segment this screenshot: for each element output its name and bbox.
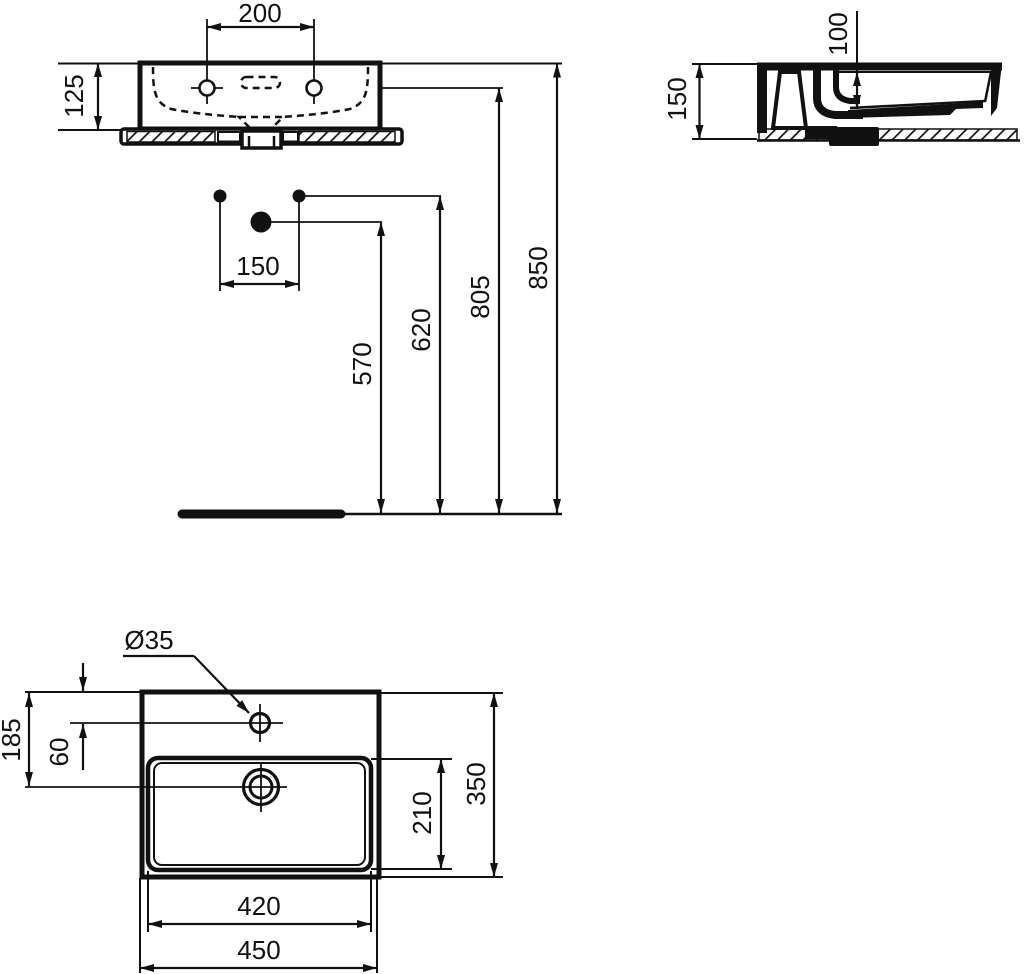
dim-label-200: 200	[238, 0, 281, 28]
wall-hatch-strip	[758, 128, 1018, 141]
dim-label-60: 60	[44, 738, 74, 767]
bracket-clip-left	[217, 131, 241, 143]
dim-drain-height: 570	[347, 222, 385, 513]
dim-label-420: 420	[237, 891, 280, 921]
bowl-hidden-contour-left	[151, 66, 241, 119]
fixing-and-drain-points	[213, 189, 441, 291]
front-wall-section	[991, 63, 1002, 116]
bracket-hatch-right	[298, 130, 396, 143]
dim-label-150-front: 150	[236, 251, 279, 281]
siphon-cover	[240, 129, 283, 150]
side-view: 150 100	[662, 11, 1020, 146]
overflow-channel-outer-wall	[813, 69, 863, 119]
mounting-bracket	[119, 127, 404, 150]
tap-hole-plan	[248, 704, 272, 742]
dim-rear-to-tap: 60	[44, 663, 87, 770]
bowl-inner-right-wall	[983, 71, 993, 103]
dim-label-620: 620	[406, 308, 436, 351]
tap-hole-left-front	[191, 19, 223, 104]
dim-label-850: 850	[523, 246, 553, 289]
dim-label-450: 450	[237, 935, 280, 965]
dim-label-210: 210	[407, 791, 437, 834]
dim-overall-depth: 350	[379, 692, 503, 878]
plan-view: Ø35 185 60 350 210	[0, 625, 503, 973]
drain-boss-rear	[805, 126, 837, 139]
dim-label-570: 570	[347, 342, 377, 385]
dim-tap-spacing: 200	[207, 0, 314, 31]
dim-fixing-height: 620	[406, 196, 444, 513]
drain-dot	[250, 211, 272, 233]
bowl-hidden-contour-right	[280, 66, 370, 119]
leader-arrow	[193, 655, 250, 714]
tap-hole-right-front	[305, 19, 323, 104]
fixing-dot-left	[213, 189, 227, 203]
dim-fixing-spacing: 150	[220, 251, 299, 288]
front-view: 200 125 150 570 620	[58, 0, 562, 519]
bowl-inner-bottom-line	[849, 99, 986, 110]
dim-label-350: 350	[461, 762, 491, 805]
dim-tap-hole-diameter: Ø35	[123, 625, 250, 714]
bowl-rim-outer	[145, 755, 374, 873]
dim-basin-height: 125	[59, 63, 102, 130]
basin-outline-front	[137, 60, 383, 132]
dim-bowl-width: 420	[147, 871, 372, 932]
dim-side-total-height: 150	[662, 63, 757, 140]
dim-label-185: 185	[0, 718, 26, 761]
overflow-channel-inner-wall	[833, 69, 860, 104]
dim-rear-to-drain: 185	[0, 693, 33, 786]
bowl-bottom-slab	[848, 102, 983, 118]
overflow-channel-cavity	[770, 70, 809, 130]
rear-wall-section	[757, 63, 767, 133]
bracket-hatch-left	[126, 130, 216, 143]
dim-bowl-depth-plan: 210	[371, 758, 452, 870]
drain-hole-plan	[241, 763, 281, 812]
overflow-slot	[239, 75, 282, 90]
dim-overall-width: 450	[139, 878, 378, 973]
dim-label-150-side: 150	[662, 77, 692, 120]
drain-boss	[829, 127, 879, 146]
dim-label-125: 125	[59, 74, 89, 117]
dim-bowl-depth-side: 100	[823, 11, 861, 109]
dim-label-805: 805	[465, 275, 495, 318]
dim-label-100: 100	[823, 12, 853, 55]
fixing-dot-right	[292, 189, 306, 203]
bowl-rim-inner	[153, 762, 366, 866]
dim-tap-height: 805	[465, 88, 503, 513]
dim-rim-height: 850	[523, 63, 561, 513]
dim-label-dia35: Ø35	[124, 625, 173, 655]
bracket-clip-right	[282, 131, 299, 143]
